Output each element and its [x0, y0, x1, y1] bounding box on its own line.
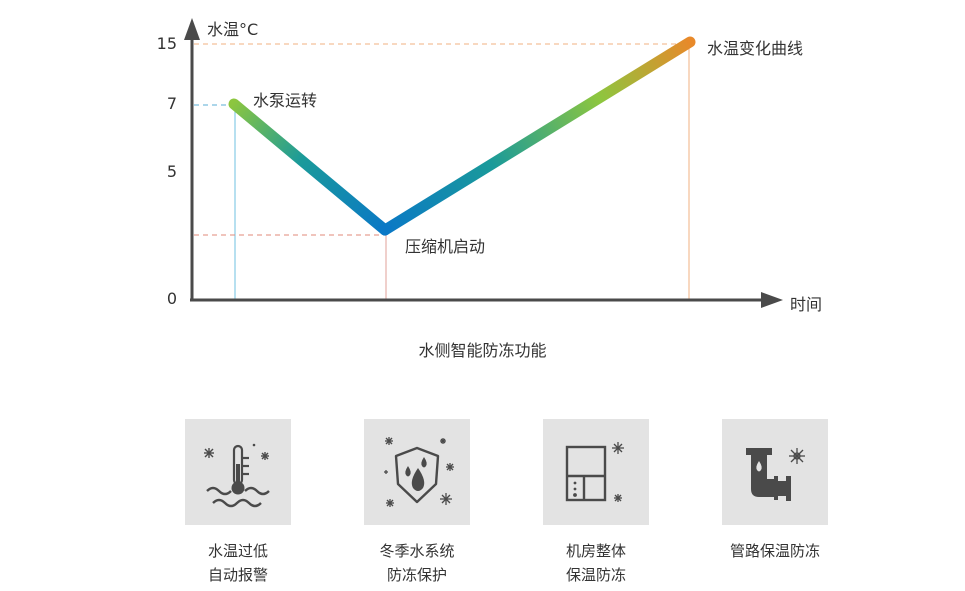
annotation-compressor-start: 压缩机启动 [405, 237, 486, 256]
curve-descending [228, 98, 391, 236]
feature-low-temp-alarm: 水温过低 自动报警 [185, 419, 291, 587]
x-axis-label: 时间 [790, 295, 823, 314]
water-temperature-chart: 水温°C 时间 15 7 5 0 水泵运转 压缩机启动 水温变化曲线 [156, 18, 823, 314]
y-tick-15: 15 [156, 34, 177, 53]
annotation-temperature-curve: 水温变化曲线 [707, 39, 804, 58]
feature-winter-water-protection: 冬季水系统 防冻保护 [364, 419, 470, 587]
chart-canvas [184, 18, 783, 308]
y-axis-arrow-icon [184, 18, 200, 40]
feature-label-line1: 冬季水系统 [379, 542, 455, 560]
feature-label-line2: 自动报警 [207, 566, 268, 584]
y-tick-7: 7 [166, 94, 177, 113]
curve-ascending [379, 36, 696, 236]
y-tick-5: 5 [166, 162, 177, 181]
shield-droplets-icon [384, 437, 454, 507]
annotation-pump-running: 水泵运转 [253, 91, 318, 110]
x-axis-arrow-icon [761, 292, 783, 308]
feature-tile [543, 419, 649, 525]
feature-tile [722, 419, 828, 525]
feature-tile [364, 419, 470, 525]
feature-label-line2: 防冻保护 [386, 566, 447, 584]
feature-label-line1: 机房整体 [565, 542, 626, 560]
feature-label-line1: 管路保温防冻 [729, 542, 820, 560]
feature-tile [185, 419, 291, 525]
pipe-snowflake-icon [746, 448, 805, 501]
chart-caption: 水侧智能防冻功能 [418, 341, 547, 360]
feature-machine-room-insulation: 机房整体 保温防冻 [543, 419, 649, 587]
feature-label-line1: 水温过低 [207, 542, 268, 560]
machine-room-icon [565, 442, 624, 502]
thermometer-waves-icon [204, 443, 270, 508]
y-axis-label: 水温°C [207, 20, 259, 39]
feature-label-line2: 保温防冻 [565, 566, 626, 584]
y-tick-0: 0 [166, 289, 177, 308]
feature-pipe-insulation: 管路保温防冻 [722, 419, 828, 563]
